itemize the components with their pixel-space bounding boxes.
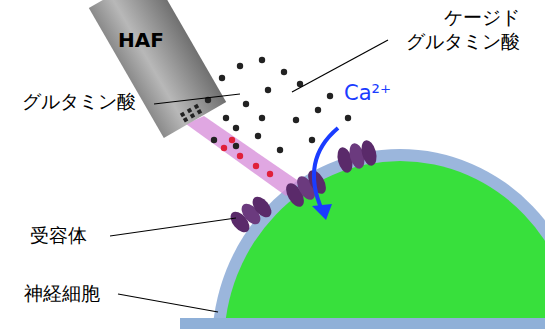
caged-glutamate-label: ケージド グルタミン酸 bbox=[380, 6, 520, 54]
arrowhead bbox=[312, 204, 332, 220]
haf-probe bbox=[89, 0, 226, 138]
substrate bbox=[180, 318, 545, 329]
molecules bbox=[205, 57, 351, 177]
calcium-arrow bbox=[314, 128, 338, 210]
receptor bbox=[227, 139, 379, 236]
glutamate-label: グルタミン酸 bbox=[22, 90, 136, 114]
probe-name: HAF bbox=[118, 28, 164, 52]
receptor-label: 受容体 bbox=[30, 224, 87, 248]
neuron-label: 神経細胞 bbox=[24, 282, 100, 306]
probe-label-box: HAF bbox=[118, 28, 164, 52]
neuron-body bbox=[224, 161, 545, 329]
calcium-label: Ca²⁺ bbox=[344, 80, 391, 106]
leader-line bbox=[110, 40, 388, 312]
laser-beam bbox=[186, 116, 300, 196]
